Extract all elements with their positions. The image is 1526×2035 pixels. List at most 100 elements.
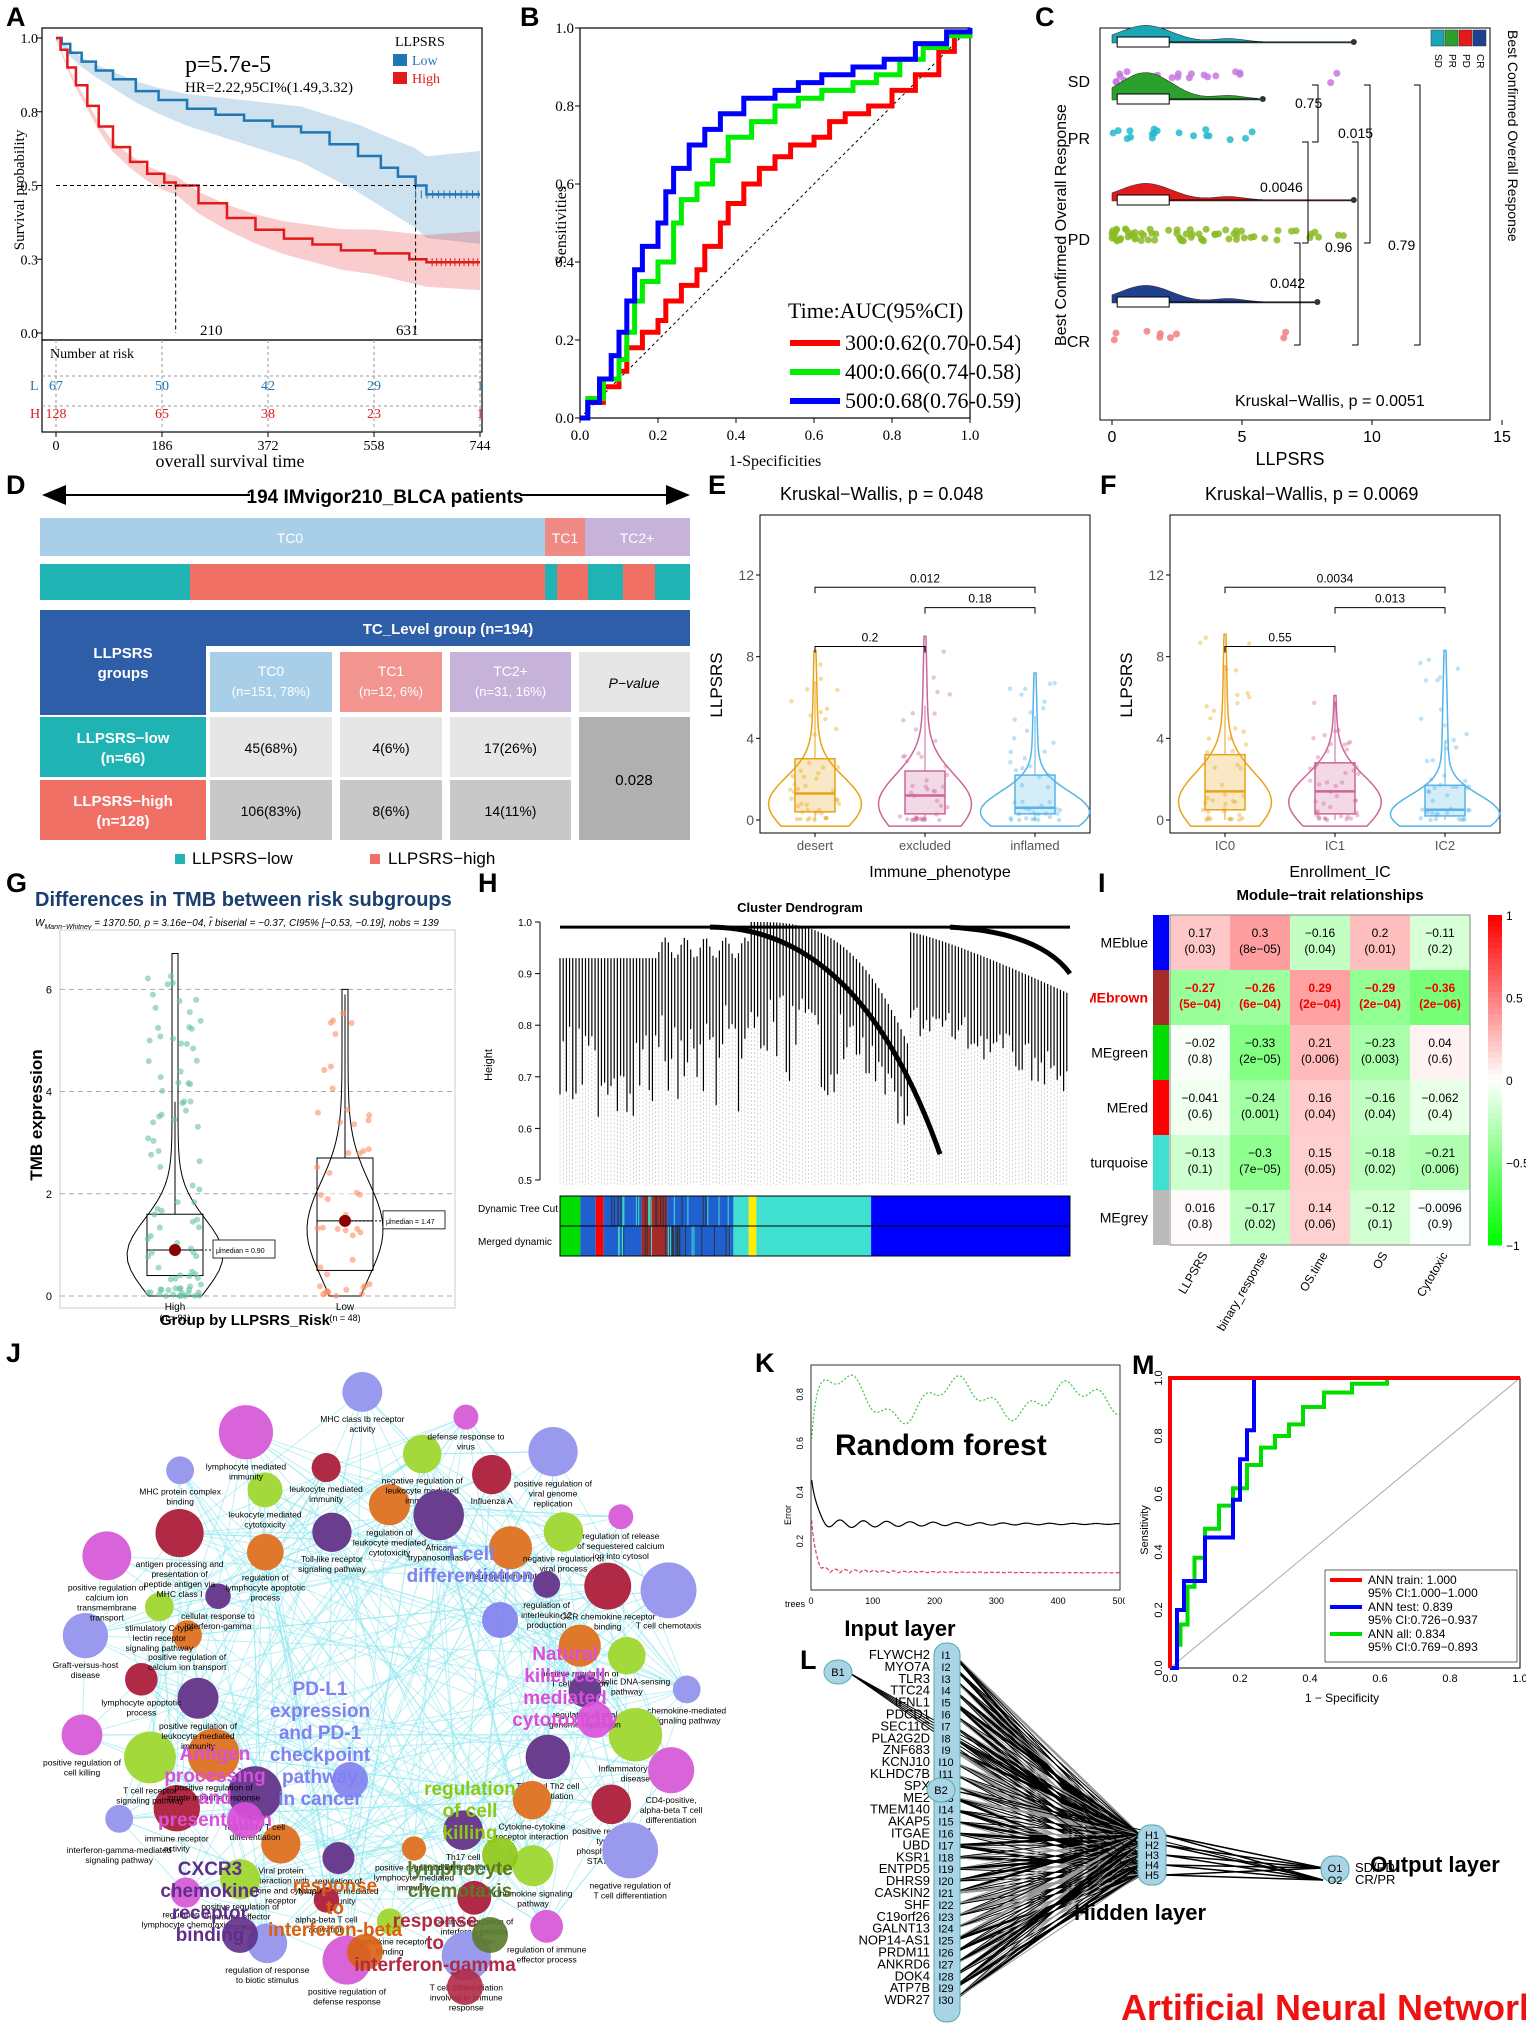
panel-m-ann-roc: 0.00.00.20.20.40.40.60.60.80.81.01.0ANN … xyxy=(1139,1370,1526,1705)
d-rowheader-cell xyxy=(40,610,206,715)
j-edge xyxy=(179,1470,391,1922)
i-colorbar-step xyxy=(1488,1052,1502,1059)
e-point xyxy=(910,711,915,716)
h-title: Cluster Dendrogram xyxy=(737,900,863,915)
l-input-node: I2 xyxy=(941,1662,950,1674)
i-colorbar-step xyxy=(1488,1019,1502,1026)
g-point xyxy=(197,1281,204,1288)
j-edge xyxy=(217,1467,327,1597)
g-point xyxy=(156,1224,163,1231)
j-edge xyxy=(325,1451,554,1901)
i-cell-pvalue: (0.6) xyxy=(1188,1107,1213,1121)
c-pval: 0.96 xyxy=(1325,239,1352,255)
l-edge xyxy=(953,1834,1141,1906)
j-node-label: differentiation xyxy=(230,1832,281,1842)
j-node xyxy=(489,1526,533,1570)
i-grid-border xyxy=(1169,914,1471,1246)
k-ylabel: Error xyxy=(783,1505,793,1525)
h-module-bar xyxy=(748,1226,757,1256)
panel-label-i: I xyxy=(1098,868,1106,898)
j-big-label: differentiation xyxy=(407,1566,534,1587)
c-point-PD xyxy=(1306,234,1314,242)
c-point-PR xyxy=(1175,129,1183,137)
i-colorbar-step xyxy=(1488,1179,1502,1185)
e-point xyxy=(1022,756,1027,761)
g-point xyxy=(158,1207,165,1214)
i-cell xyxy=(1350,1190,1410,1245)
i-cell-value: −0.16 xyxy=(1305,926,1336,940)
i-cell-value: 0.17 xyxy=(1188,926,1212,940)
i-colorbar-step xyxy=(1488,1201,1502,1207)
f-point xyxy=(1317,815,1322,820)
j-edge xyxy=(413,1589,669,1849)
j-big-node xyxy=(347,1934,383,1970)
g-point xyxy=(157,1164,164,1171)
c-point-PR xyxy=(1190,132,1198,140)
f-point xyxy=(1238,766,1243,771)
f-point xyxy=(1354,765,1359,770)
j-node-label: regulation of release xyxy=(582,1531,659,1541)
l-input-node: I8 xyxy=(941,1733,950,1745)
j-edge xyxy=(438,1514,621,1518)
g-point xyxy=(144,1236,151,1243)
j-edge xyxy=(531,1769,672,1801)
j-node-label: chemokine-mediated xyxy=(647,1705,726,1715)
j-big-node xyxy=(482,1837,518,1873)
l-gene-label: KSR1 xyxy=(896,1849,930,1864)
e-point xyxy=(1027,807,1032,812)
h-ytick: 0.6 xyxy=(518,1124,532,1135)
j-node-label: positive regulation of xyxy=(435,1917,514,1927)
i-cell xyxy=(1170,1190,1230,1245)
i-colorbar-step xyxy=(1488,964,1502,971)
g-point xyxy=(348,1020,355,1027)
f-ytick: 8 xyxy=(1156,649,1164,665)
g-point xyxy=(324,1271,331,1278)
f-point xyxy=(1430,810,1435,816)
e-point xyxy=(794,817,800,822)
j-edge xyxy=(245,1432,327,1900)
c-point-PD xyxy=(1179,237,1187,245)
e-point xyxy=(911,793,917,799)
g-point xyxy=(342,1227,349,1234)
f-point xyxy=(1203,800,1208,805)
j-edge xyxy=(462,1645,581,1831)
j-node-label: leukocyte mediated xyxy=(228,1509,302,1519)
c-point-PD xyxy=(1250,233,1258,241)
j-edge xyxy=(179,1391,363,1534)
c-pval: 0.015 xyxy=(1338,125,1373,141)
g-point xyxy=(157,1286,164,1293)
f-point xyxy=(1230,798,1236,804)
f-bracket-label: 0.55 xyxy=(1268,630,1292,644)
e-point xyxy=(1047,814,1052,820)
e-point xyxy=(830,788,836,793)
j-edge xyxy=(81,1585,608,1736)
k-xlabel: trees xyxy=(785,1599,806,1609)
d-col-cell xyxy=(340,652,442,712)
i-colorbar-step xyxy=(1488,915,1502,921)
i-cell-value: −0.27 xyxy=(1185,981,1216,995)
e-point xyxy=(823,815,828,821)
j-node-label: positive regulation of xyxy=(68,1582,147,1592)
e-point xyxy=(789,698,794,704)
j-node xyxy=(155,1508,204,1558)
j-node xyxy=(124,1731,176,1784)
d-col-cell xyxy=(210,652,332,712)
panel-label-c: C xyxy=(1035,2,1055,32)
f-point xyxy=(1316,782,1322,787)
j-edge xyxy=(546,1804,612,1927)
j-node-label: immunity xyxy=(309,1494,344,1504)
l-gene-label: ITGAE xyxy=(891,1826,930,1841)
c-point-PD xyxy=(1131,234,1139,242)
l-input-node: I20 xyxy=(938,1876,953,1888)
b-xtick: 0.2 xyxy=(649,428,668,444)
e-point xyxy=(1008,816,1013,821)
m-legend-l1: ANN train: 1.000 xyxy=(1368,1573,1457,1587)
j-edge xyxy=(331,1532,467,1957)
g-ytick: 6 xyxy=(46,984,52,996)
d-pvalue-cell xyxy=(579,717,690,840)
i-row-label: MEbrown xyxy=(1090,990,1148,1006)
g-point xyxy=(175,1079,182,1086)
f-point xyxy=(1347,739,1353,745)
f-point xyxy=(1219,782,1225,788)
i-colorbar-step xyxy=(1488,1223,1502,1229)
